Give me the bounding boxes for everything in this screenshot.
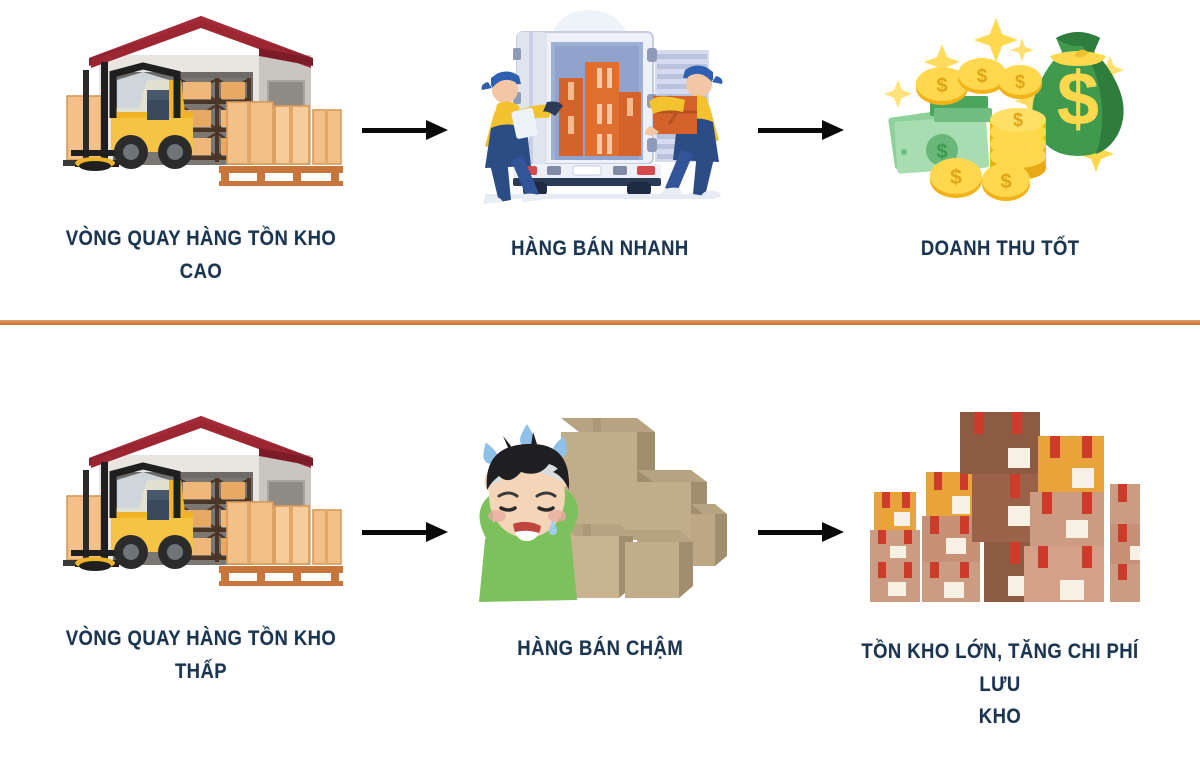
arrow-shaft — [758, 128, 828, 133]
svg-text:$: $ — [950, 166, 962, 189]
stage-truck-fast-selling: HÀNG BÁN NHANH — [450, 0, 750, 266]
svg-text:$: $ — [1015, 72, 1025, 92]
flow-row-high-turnover: VÒNG QUAY HÀNG TỒN KHO CAO — [0, 0, 1200, 310]
stressed-person-boxes-illustration — [465, 400, 735, 615]
arrow-right-icon — [758, 522, 850, 542]
warehouse-forklift-illustration — [51, 400, 351, 605]
svg-text:$: $ — [936, 141, 947, 163]
warehouse-forklift-icon — [63, 416, 343, 586]
stage-warehouse-low: VÒNG QUAY HÀNG TỒN KHO THẤP — [36, 400, 366, 688]
stage-label: TỒN KHO LỚN, TĂNG CHI PHÍ LƯU KHO — [861, 640, 1139, 729]
stage-label: HÀNG BÁN CHẬM — [517, 637, 683, 660]
money-bag-illustration: $ $ $ — [870, 0, 1130, 215]
stacked-boxes-pile-icon — [870, 412, 1146, 602]
arrow-shaft — [362, 128, 432, 133]
stage-warehouse-high: VÒNG QUAY HÀNG TỒN KHO CAO — [36, 0, 366, 288]
svg-text:$: $ — [1057, 57, 1099, 142]
stage-excess-inventory: TỒN KHO LỚN, TĂNG CHI PHÍ LƯU KHO — [850, 400, 1150, 734]
warehouse-forklift-illustration — [51, 0, 351, 205]
delivery-truck-icon — [481, 10, 723, 204]
arrow-head — [426, 522, 448, 542]
stage-slow-selling: HÀNG BÁN CHẬM — [450, 400, 750, 666]
stage-label: HÀNG BÁN NHANH — [511, 237, 689, 260]
arrow-right-icon — [362, 522, 454, 542]
delivery-truck-illustration — [455, 0, 745, 215]
arrow-shaft — [758, 530, 828, 535]
stage-revenue: $ $ $ — [850, 0, 1150, 266]
stage-label: DOANH THU TỐT — [920, 237, 1080, 260]
arrow-shaft — [362, 530, 432, 535]
arrow-right-icon — [362, 120, 454, 140]
section-divider — [0, 320, 1200, 325]
stage-label: VÒNG QUAY HÀNG TỒN KHO CAO — [65, 227, 337, 283]
stage-label: VÒNG QUAY HÀNG TỒN KHO THẤP — [65, 627, 337, 683]
warehouse-forklift-icon — [63, 16, 343, 186]
stacked-boxes-illustration — [860, 400, 1146, 620]
svg-text:$: $ — [936, 75, 947, 97]
svg-text:$: $ — [1013, 110, 1023, 130]
svg-text:$: $ — [977, 66, 988, 87]
svg-text:$: $ — [1000, 171, 1011, 193]
arrow-right-icon — [758, 120, 850, 140]
arrow-head — [426, 120, 448, 140]
flow-row-low-turnover: VÒNG QUAY HÀNG TỒN KHO THẤP — [0, 400, 1200, 767]
stressed-person-boxes-icon — [479, 418, 727, 602]
arrow-head — [822, 120, 844, 140]
arrow-head — [822, 522, 844, 542]
money-bag-coins-icon: $ $ $ — [884, 18, 1124, 201]
